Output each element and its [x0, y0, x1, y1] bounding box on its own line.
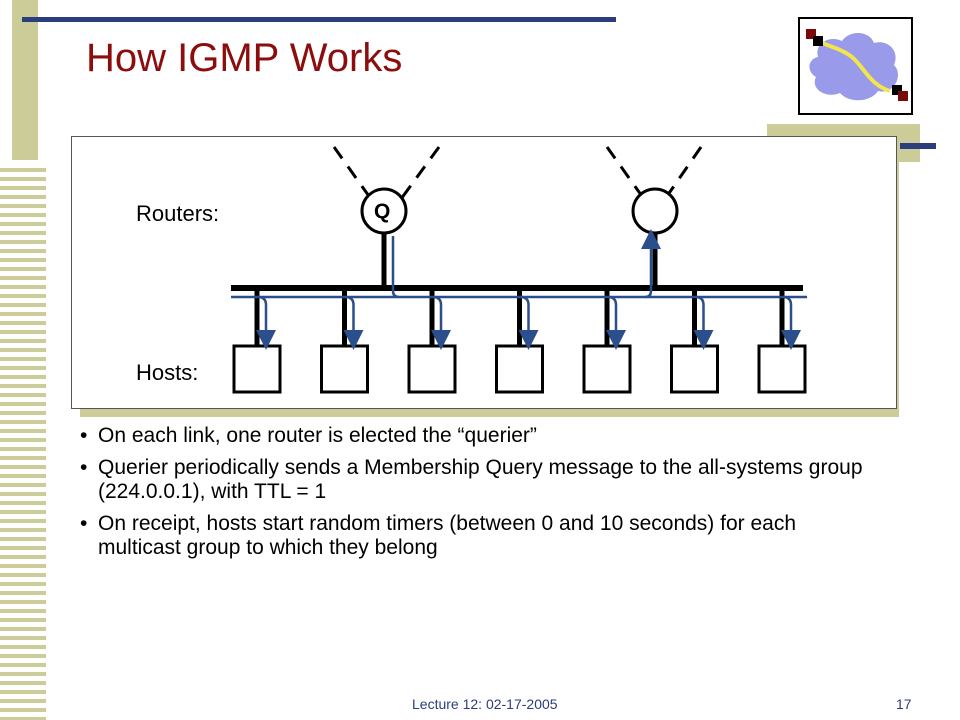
bullet-marker: •	[80, 456, 88, 479]
bullet-item: • Querier periodically sends a Membershi…	[80, 456, 870, 504]
network-logo	[798, 17, 913, 115]
host-box	[757, 344, 807, 394]
hosts-label: Hosts:	[136, 360, 199, 385]
bullet-text: On receipt, hosts start random timers (b…	[98, 512, 797, 559]
host-box	[320, 344, 369, 394]
router-2-uplink-right	[663, 146, 703, 200]
host-box	[582, 344, 632, 394]
bullet-text: Querier periodically sends a Membership …	[98, 456, 863, 503]
querier-label: Q	[374, 200, 391, 223]
left-decoration	[0, 0, 46, 720]
slide-title: How IGMP Works	[86, 36, 403, 80]
bullet-marker: •	[80, 512, 88, 535]
decoration-line	[900, 143, 936, 149]
query-arrow	[781, 295, 801, 350]
host-box	[670, 344, 719, 394]
host-box	[495, 344, 544, 394]
query-arrow	[606, 295, 626, 350]
bullet-item: • On receipt, hosts start random timers …	[80, 512, 870, 560]
query-arrow	[256, 295, 276, 350]
router-2-uplink-left	[605, 146, 646, 200]
network-cloud-icon	[806, 29, 908, 101]
routers-label: Routers:	[136, 201, 220, 226]
router-q-uplink-right	[399, 146, 441, 200]
bullet-list: • On each link, one router is elected th…	[80, 424, 870, 568]
igmp-network-diagram	[231, 146, 807, 394]
non-querier-router	[631, 187, 679, 235]
host-box	[232, 344, 282, 394]
query-arrow	[693, 295, 714, 350]
bullet-item: • On each link, one router is elected th…	[80, 424, 870, 448]
query-arrow	[518, 295, 539, 350]
bullet-text: On each link, one router is elected the …	[98, 424, 537, 447]
router-q-uplink-left	[332, 146, 373, 200]
query-arrow	[431, 295, 451, 350]
query-arrow	[343, 295, 364, 350]
bullet-marker: •	[80, 424, 88, 447]
title-underline-bar	[22, 17, 616, 22]
host-box	[407, 344, 457, 394]
page-number: 17	[896, 696, 912, 712]
footer-lecture: Lecture 12: 02-17-2005	[412, 696, 558, 712]
